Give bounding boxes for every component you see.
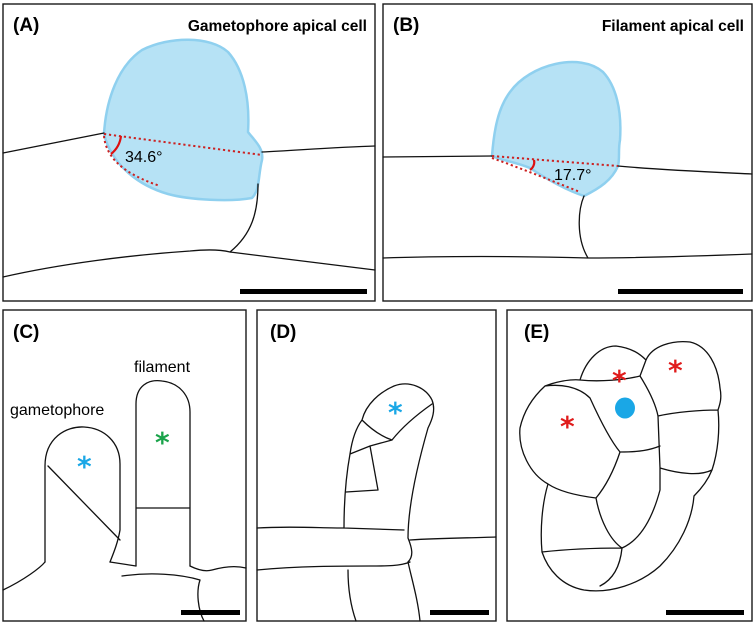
cell-tangent-a <box>103 135 161 187</box>
angle-value-b: 17.7° <box>554 167 592 184</box>
panel-label-c: (C) <box>13 322 39 343</box>
apical-cell-dot-e <box>615 397 635 419</box>
cell-tangent-b <box>491 157 581 193</box>
panel-label-b: (B) <box>393 15 419 36</box>
panel-title-b: Filament apical cell <box>602 18 744 35</box>
scale-bar-e <box>666 610 744 615</box>
scale-bar-c <box>181 610 240 615</box>
basal-filament-d <box>256 526 497 622</box>
reference-line-a <box>103 133 263 156</box>
panel-label-a: (A) <box>13 15 39 36</box>
panel-b-frame <box>382 3 753 302</box>
scale-bar-a <box>240 289 367 294</box>
scale-bar-b <box>618 289 743 294</box>
filament-label: filament <box>134 359 191 376</box>
red-asterisk-top-e: * <box>612 364 627 397</box>
filament-apical-asterisk: * <box>155 426 170 459</box>
scale-bar-d <box>430 610 489 615</box>
gametophore-bud-c <box>44 426 121 563</box>
panel-d-frame <box>256 309 497 622</box>
panel-title-a: Gametophore apical cell <box>188 18 367 35</box>
filament-cell-outline-b <box>382 155 753 259</box>
gametophore-apical-cell <box>102 38 264 202</box>
red-asterisk-left-e: * <box>560 410 575 443</box>
young-gametophore-d <box>343 383 435 563</box>
panel-c: gametophore filament * * (C) <box>2 309 247 622</box>
filament-apical-cell <box>490 60 622 198</box>
panel-label-d: (D) <box>270 322 296 343</box>
panel-e-frame <box>506 309 753 622</box>
basal-filament-c <box>2 561 247 622</box>
apical-cell-asterisk-d: * <box>388 396 403 429</box>
angle-arc-b <box>529 159 536 171</box>
panel-label-e: (E) <box>524 322 549 343</box>
panel-a: 34.6° (A) Gametophore apical cell <box>2 3 376 302</box>
filament-tip-c <box>135 380 191 567</box>
panel-c-frame <box>2 309 247 622</box>
filament-cell-outline <box>2 132 376 278</box>
panel-e: * * * (E) <box>506 309 753 622</box>
gametophore-label: gametophore <box>10 402 104 419</box>
reference-line-b <box>491 155 619 167</box>
gametophore-cells-e <box>519 340 722 592</box>
panel-d: * (D) <box>256 309 497 622</box>
red-asterisk-right-e: * <box>668 354 683 387</box>
panel-b: 17.7° (B) Filament apical cell <box>382 3 753 302</box>
gametophore-apical-asterisk: * <box>77 450 92 483</box>
angle-arc-a <box>110 135 123 155</box>
angle-value-a: 34.6° <box>125 149 163 166</box>
